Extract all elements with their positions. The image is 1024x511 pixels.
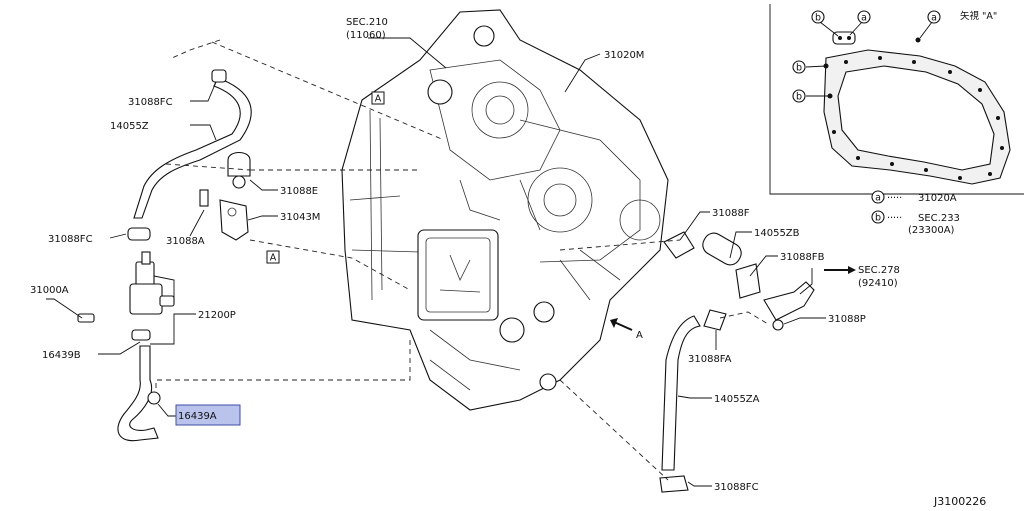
svg-text:(23300A): (23300A): [908, 225, 955, 236]
view-a-arrow-letter: A: [636, 330, 643, 341]
label-31088f[interactable]: 31088F: [712, 208, 750, 219]
label-31088p[interactable]: 31088P: [828, 314, 866, 325]
label-31043m[interactable]: 31043M: [280, 212, 320, 223]
label-sec278[interactable]: SEC.278: [858, 265, 900, 276]
marker-b-2: b: [792, 60, 806, 74]
label-31088fc-mid[interactable]: 31088FC: [48, 234, 93, 245]
highlight-16439a: [175, 404, 241, 426]
label-31088fa[interactable]: 31088FA: [688, 354, 732, 365]
svg-text:a: a: [861, 13, 867, 24]
label-14055z[interactable]: 14055Z: [110, 121, 149, 132]
right-hose-assembly: [659, 231, 815, 493]
label-31000a[interactable]: 31000A: [30, 285, 69, 296]
dashed-references: [155, 39, 769, 481]
svg-text:a: a: [875, 193, 881, 204]
callout-labels: SEC.210 (11060) 31020M 31088FC 14055Z 31…: [30, 17, 900, 493]
box-marker-a-2: A: [266, 250, 280, 264]
svg-text:b: b: [815, 13, 821, 24]
svg-text:b: b: [796, 92, 802, 103]
svg-text:SEC.233: SEC.233: [918, 213, 960, 224]
diagram-code: J3100226: [933, 495, 986, 508]
leader-lines: [46, 37, 826, 487]
marker-b-3: b: [792, 89, 806, 103]
label-31088fb[interactable]: 31088FB: [780, 252, 825, 263]
marker-b-1: b: [811, 10, 825, 24]
marker-a-2: a: [927, 10, 941, 24]
label-21200p[interactable]: 21200P: [198, 310, 236, 321]
legend-b: b ····· SEC.233 (23300A): [871, 210, 960, 236]
svg-text:A: A: [375, 94, 382, 105]
transmission-assembly: [341, 9, 669, 411]
box-marker-a-1: A: [371, 91, 385, 105]
svg-text:31020A: 31020A: [918, 193, 957, 204]
svg-text:b: b: [796, 63, 802, 74]
marker-a-1: a: [857, 10, 871, 24]
label-sec210-num: (11060): [346, 30, 386, 41]
label-31020m[interactable]: 31020M: [604, 50, 644, 61]
svg-text:A: A: [270, 253, 277, 264]
view-a-label: 矢視 "A": [960, 10, 997, 22]
label-31088a[interactable]: 31088A: [166, 236, 205, 247]
svg-text:b: b: [875, 213, 881, 224]
left-hose-assembly: [77, 69, 252, 442]
label-31088fc-bot[interactable]: 31088FC: [714, 482, 759, 493]
svg-text:·····: ·····: [887, 213, 902, 224]
label-16439b[interactable]: 16439B: [42, 350, 81, 361]
label-sec210[interactable]: SEC.210: [346, 17, 388, 28]
label-14055za[interactable]: 14055ZA: [714, 394, 760, 405]
sec278-arrow: [824, 266, 856, 274]
label-31088fc-top[interactable]: 31088FC: [128, 97, 173, 108]
view-a-arrow: A: [610, 318, 643, 341]
legend-a: a ····· 31020A: [871, 190, 957, 204]
svg-text:a: a: [931, 13, 937, 24]
label-sec278-num: (92410): [858, 278, 898, 289]
label-14055zb[interactable]: 14055ZB: [754, 228, 800, 239]
svg-text:·····: ·····: [887, 193, 902, 204]
inset-panel: b a a b b 矢視 "A" a ····· 31020A b ····· …: [769, 4, 1024, 236]
label-16439a[interactable]: 16439A: [178, 411, 217, 422]
label-31088e[interactable]: 31088E: [280, 186, 318, 197]
